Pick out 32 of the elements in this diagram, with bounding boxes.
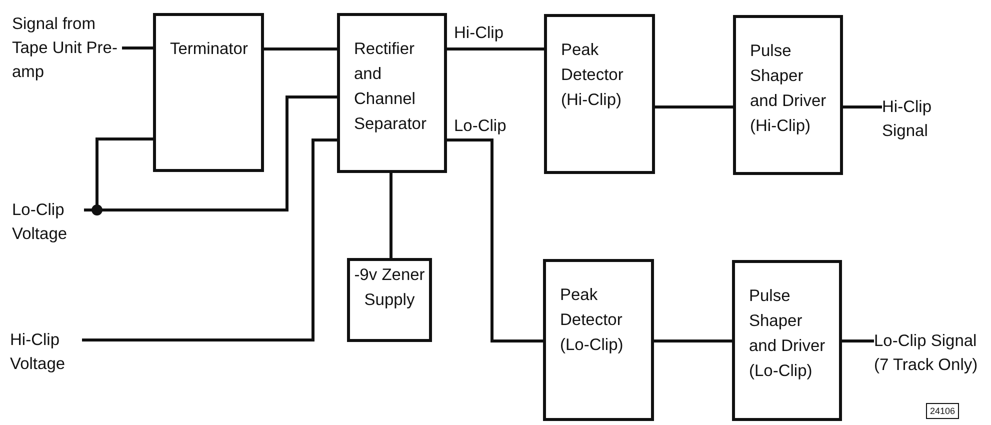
signal-label: Lo-Clip Signal (7 Track Only) xyxy=(874,329,988,377)
connector-line xyxy=(82,138,337,342)
edge-label: Hi-Clip xyxy=(452,23,506,43)
block-box xyxy=(337,13,447,173)
block-box xyxy=(544,14,655,174)
block-label: Terminator xyxy=(170,39,248,60)
signal-label: Lo-Clip Voltage xyxy=(12,198,84,246)
block-box xyxy=(732,260,842,421)
block-box xyxy=(733,15,843,175)
connector-line xyxy=(843,106,882,108)
connector-line xyxy=(447,138,543,342)
connector-line xyxy=(264,48,337,50)
connector-line xyxy=(655,106,733,108)
block-box xyxy=(153,13,264,172)
figure-number: 24106 xyxy=(926,403,960,419)
connector-line xyxy=(122,46,153,50)
block-label: Pulse Shaper and Driver (Hi-Clip) xyxy=(750,41,828,137)
block-label: Pulse Shaper and Driver (Lo-Clip) xyxy=(749,286,826,382)
block-label: Peak Detector (Lo-Clip) xyxy=(560,285,624,356)
connector-line xyxy=(447,48,544,50)
block-label: Peak Detector (Hi-Clip) xyxy=(561,40,624,111)
block-box xyxy=(347,258,432,342)
block-box xyxy=(543,259,654,421)
signal-label: Hi-Clip Signal xyxy=(882,95,952,143)
block-label: Rectifier and Channel Separator xyxy=(354,39,428,135)
block-label: -9v Zener Supply xyxy=(354,265,425,311)
connector-line xyxy=(390,173,392,258)
signal-label: Hi-Clip Voltage xyxy=(10,328,82,376)
edge-label: Lo-Clip xyxy=(452,116,508,136)
connector-line xyxy=(842,340,874,342)
signal-label: Signal from Tape Unit Pre-amp xyxy=(12,12,122,84)
connector-line xyxy=(654,340,732,342)
